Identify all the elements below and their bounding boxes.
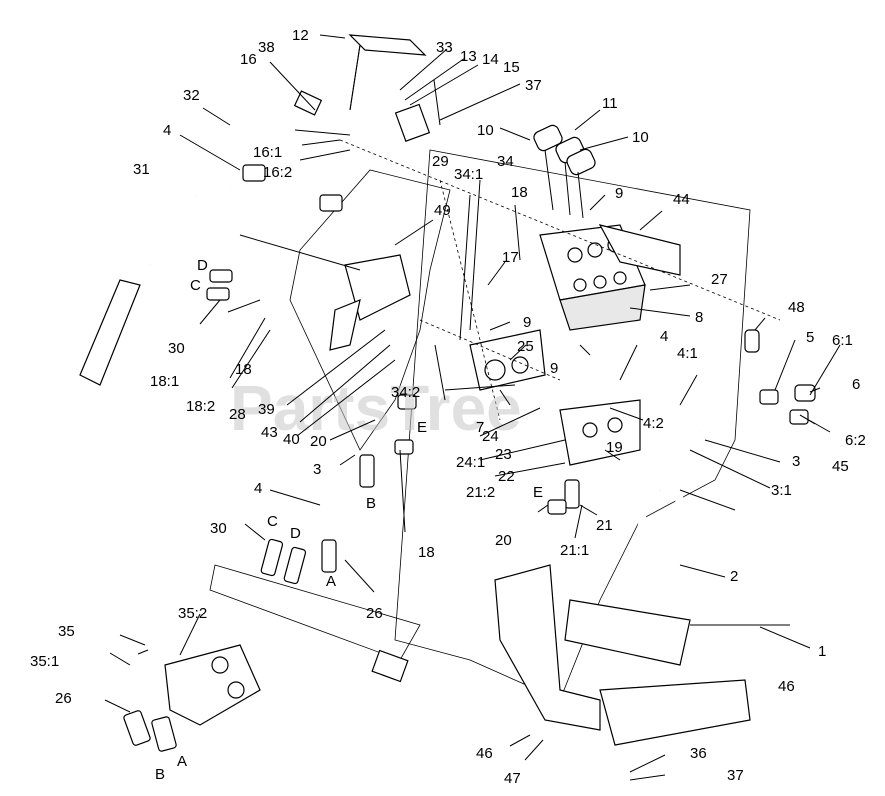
callout-26: 26 <box>366 605 383 622</box>
watermark: PartsTree <box>230 372 522 444</box>
port-letter-c: C <box>190 277 201 294</box>
callout-21-2: 21:2 <box>466 484 495 501</box>
callout-20: 20 <box>310 433 327 450</box>
callout-23: 23 <box>495 446 512 463</box>
callout-4: 4 <box>660 328 668 345</box>
callout-46: 46 <box>778 678 795 695</box>
callout-21: 21 <box>596 517 613 534</box>
callout-4: 4 <box>163 122 171 139</box>
callout-4: 4 <box>254 480 262 497</box>
callout-labels: 1 2 3 3 3:1 4 4 4 4:1 4:2 5 6 6:1 6:2 7 … <box>30 27 866 787</box>
callout-9: 9 <box>550 360 558 377</box>
callout-40: 40 <box>283 431 300 448</box>
callout-38: 38 <box>258 39 275 56</box>
callout-27: 27 <box>711 271 728 288</box>
callout-2: 2 <box>730 568 738 585</box>
callout-1: 1 <box>818 643 826 660</box>
port-letter-e: E <box>533 484 543 501</box>
callout-24: 24 <box>482 428 499 445</box>
callout-6: 6 <box>852 376 860 393</box>
callout-14: 14 <box>482 51 499 68</box>
callout-10: 10 <box>632 129 649 146</box>
callout-43: 43 <box>261 424 278 441</box>
callout-18: 18 <box>511 184 528 201</box>
callout-47: 47 <box>504 770 521 787</box>
port-letter-c: C <box>267 513 278 530</box>
callout-45: 45 <box>832 458 849 475</box>
callout-46: 46 <box>476 745 493 762</box>
callout-16-2: 16:2 <box>263 164 292 181</box>
callout-39: 39 <box>258 401 275 418</box>
callout-18: 18 <box>235 361 252 378</box>
callout-18-1: 18:1 <box>150 373 179 390</box>
callout-24-1: 24:1 <box>456 454 485 471</box>
callout-32: 32 <box>183 87 200 104</box>
callout-30: 30 <box>210 520 227 537</box>
port-letter-a: A <box>177 753 187 770</box>
callout-34-1: 34:1 <box>454 166 483 183</box>
callout-48: 48 <box>788 299 805 316</box>
callout-34: 34 <box>497 153 514 170</box>
callout-44: 44 <box>673 191 690 208</box>
callout-10: 10 <box>477 122 494 139</box>
callout-25: 25 <box>517 338 534 355</box>
callout-49: 49 <box>434 202 451 219</box>
port-letter-d: D <box>290 525 301 542</box>
callout-35-1: 35:1 <box>30 653 59 670</box>
callout-6-2: 6:2 <box>845 432 866 449</box>
callout-30: 30 <box>168 340 185 357</box>
port-letter-b: B <box>155 766 165 783</box>
callout-16-1: 16:1 <box>253 144 282 161</box>
callout-11: 11 <box>602 95 618 112</box>
callout-13: 13 <box>460 48 477 65</box>
callout-12: 12 <box>292 27 309 44</box>
callout-35: 35 <box>58 623 75 640</box>
callout-36: 36 <box>690 745 707 762</box>
leader-lines <box>104 34 841 781</box>
callout-34-2: 34:2 <box>391 384 420 401</box>
port-letter-e: E <box>417 419 427 436</box>
callout-28: 28 <box>229 406 246 423</box>
callout-31: 31 <box>133 161 150 178</box>
callout-33: 33 <box>436 39 453 56</box>
callout-3: 3 <box>792 453 800 470</box>
callout-29: 29 <box>432 153 449 170</box>
callout-15: 15 <box>503 59 520 76</box>
callout-20: 20 <box>495 532 512 549</box>
callout-19: 19 <box>606 439 623 456</box>
callout-6-1: 6:1 <box>832 332 853 349</box>
callout-8: 8 <box>695 309 703 326</box>
callout-35-2: 35:2 <box>178 605 207 622</box>
callout-18: 18 <box>418 544 435 561</box>
callout-21-1: 21:1 <box>560 542 589 559</box>
callout-3-1: 3:1 <box>771 482 792 499</box>
callout-18-2: 18:2 <box>186 398 215 415</box>
callout-4-2: 4:2 <box>643 415 664 432</box>
callout-5: 5 <box>806 329 814 346</box>
port-letters: D C E B C D A E B A <box>155 257 543 783</box>
callout-22: 22 <box>498 468 515 485</box>
port-letter-d: D <box>197 257 208 274</box>
port-letter-a: A <box>326 573 336 590</box>
callout-37: 37 <box>525 77 542 94</box>
callout-4-1: 4:1 <box>677 345 698 362</box>
port-letter-b: B <box>366 495 376 512</box>
callout-3: 3 <box>313 461 321 478</box>
callout-37: 37 <box>727 767 744 784</box>
callout-9: 9 <box>523 314 531 331</box>
callout-17: 17 <box>502 249 519 266</box>
callout-9: 9 <box>615 185 623 202</box>
callout-7: 7 <box>476 419 484 436</box>
callout-16: 16 <box>240 51 257 68</box>
callout-26: 26 <box>55 690 72 707</box>
parts-artwork <box>79 34 816 752</box>
